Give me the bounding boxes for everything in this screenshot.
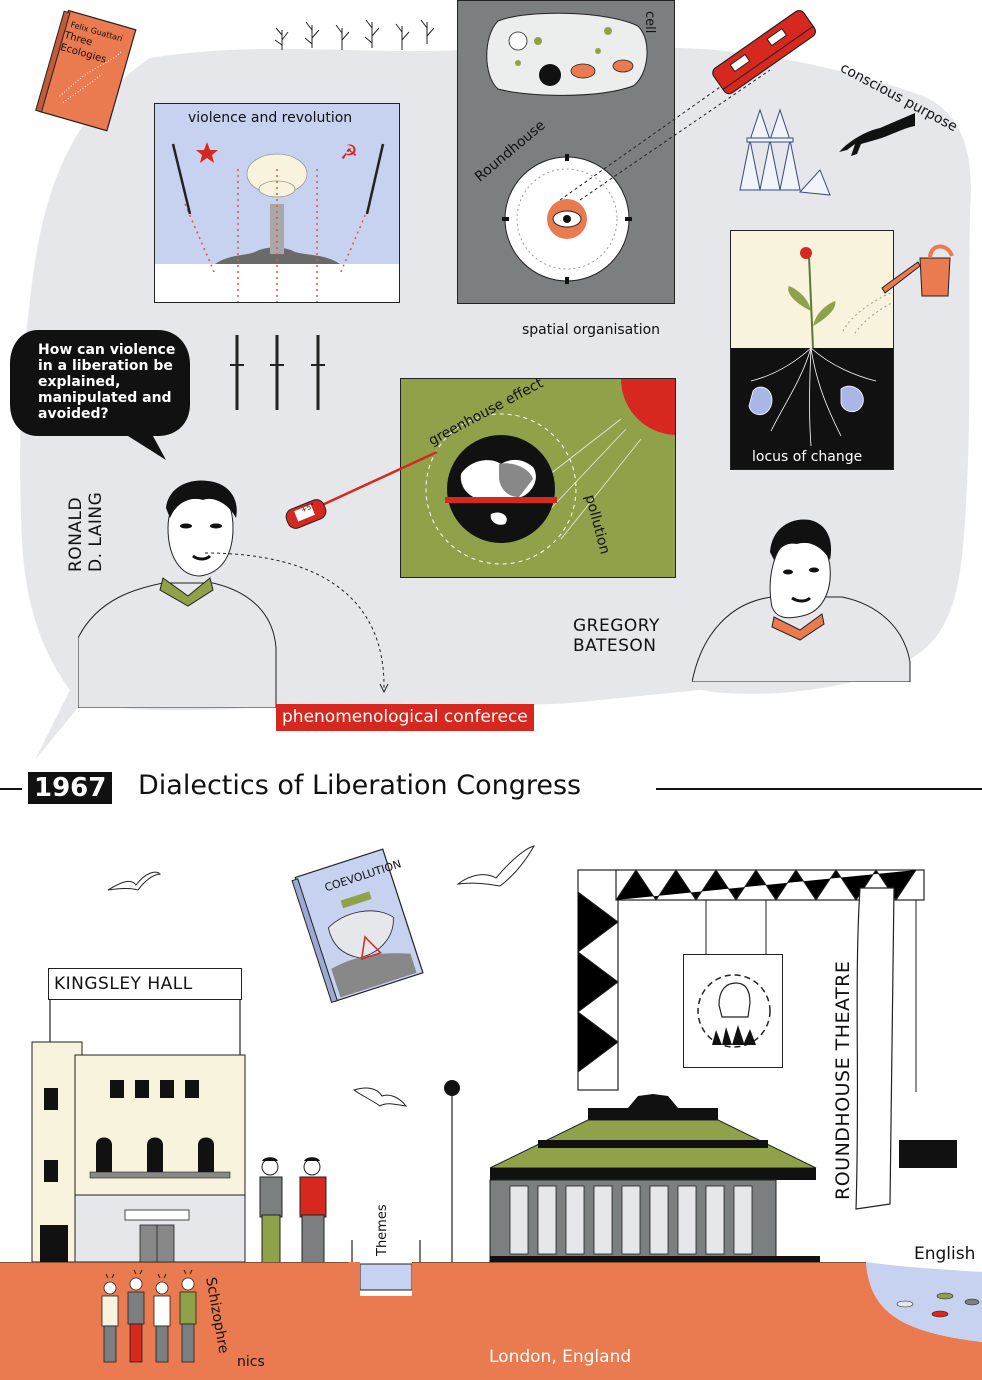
- laing-name-line1: RONALD: [66, 496, 86, 572]
- watering-can: [881, 244, 954, 297]
- themes-pit: [351, 1240, 421, 1291]
- train-lines: [560, 69, 771, 201]
- hand-illustration: [839, 113, 915, 156]
- kingsley-label: KINGSLEY HALL: [54, 974, 193, 994]
- walking-men: [259, 1157, 327, 1268]
- ground: [0, 1262, 982, 1380]
- bateson-portrait: [692, 519, 911, 682]
- timeline-title: Dialectics of Liberation Congress: [138, 770, 582, 801]
- sprouts-decoration: [274, 19, 435, 50]
- train-illustration: [712, 10, 816, 95]
- themes-label: Themes: [375, 1204, 390, 1256]
- roundhouse-crane: [577, 869, 925, 1092]
- schizophrenics-group: [101, 1269, 197, 1363]
- violence-label: violence and revolution: [188, 110, 353, 126]
- conference-tag: phenomenological conferece: [276, 704, 534, 731]
- spatial-organisation-label: spatial organisation: [522, 322, 661, 338]
- year-box: 1967: [28, 772, 113, 804]
- fist-poster: [683, 954, 783, 1068]
- knives-decoration: [230, 335, 325, 410]
- roundhouse-building: [489, 1094, 820, 1266]
- bubble-line1: How can violence: [38, 342, 176, 358]
- bird-3: [352, 1087, 408, 1107]
- hanging-block: [899, 1140, 957, 1168]
- roundhouse-theatre-label: ROUNDHOUSE THEATRE: [832, 960, 854, 1200]
- timeline-line-left: [0, 788, 22, 790]
- kingsley-sign: [48, 968, 242, 1000]
- cell-label: cell: [642, 11, 657, 34]
- lamp-post: [444, 1080, 460, 1266]
- bird-2: [456, 845, 536, 887]
- thermometer: [285, 450, 438, 529]
- laing-portrait: [78, 480, 277, 708]
- coevolution-book: [291, 848, 424, 1004]
- theatre-banner: [855, 887, 895, 1210]
- speech-bubble: [10, 330, 190, 460]
- svg-text:☭: ☭: [340, 140, 358, 164]
- kingsley-hall-building: [31, 1000, 246, 1263]
- locus-label: locus of change: [752, 449, 863, 465]
- bird-1: [107, 871, 162, 891]
- bateson-name-line2: BATESON: [573, 636, 657, 656]
- timeline-line-right: [656, 788, 982, 790]
- violence-panel: ☭ violence and revolution: [154, 103, 400, 303]
- three-ecologies-book: [35, 9, 137, 132]
- bubble-line3: explained,: [38, 374, 121, 390]
- bubble-line4: manipulated and: [38, 390, 172, 406]
- arrow-to-conference: [204, 552, 389, 694]
- laing-name-line2: D. LAING: [86, 491, 106, 572]
- house-of-cards: [739, 108, 831, 196]
- cell-panel: cell Roundhouse: [457, 0, 675, 304]
- bubble-line5: avoided?: [38, 406, 109, 422]
- schizophrenics-label-part2: nics: [237, 1354, 265, 1370]
- bubble-line2: in a liberation be: [38, 358, 173, 374]
- greenhouse-panel: greenhouse effect pollution: [400, 378, 676, 578]
- bateson-name-line1: GREGORY: [573, 616, 660, 636]
- locus-panel: locus of change: [730, 230, 894, 470]
- location-label: London, England: [489, 1347, 632, 1367]
- english-label: English: [914, 1244, 976, 1264]
